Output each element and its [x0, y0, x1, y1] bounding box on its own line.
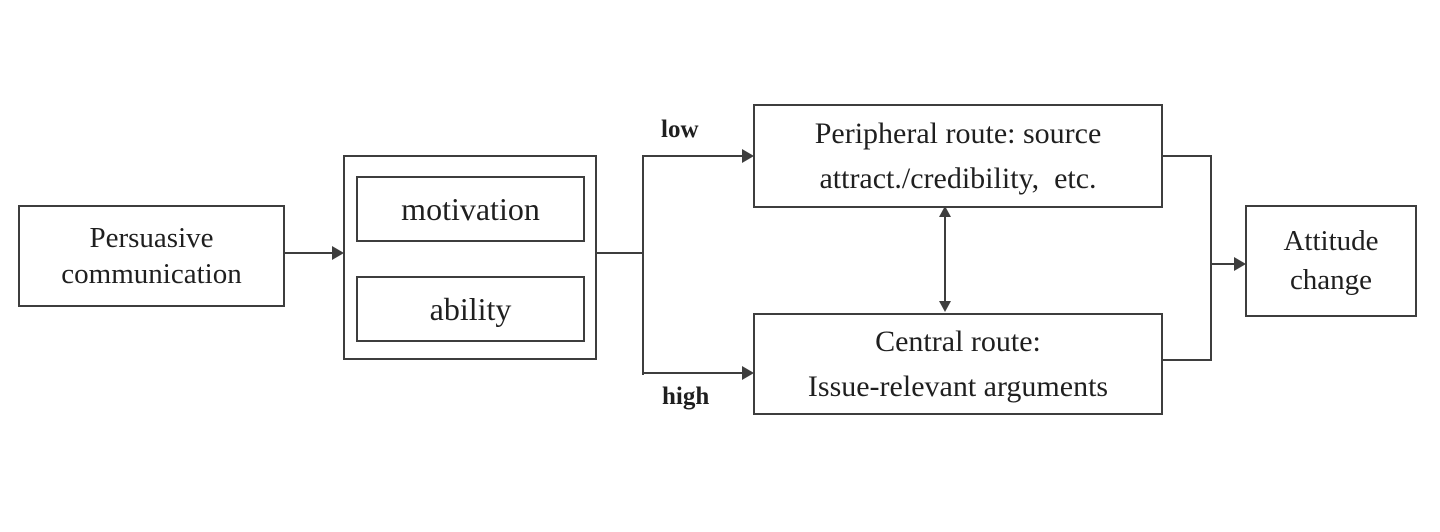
arrowhead-right-icon: [1234, 257, 1246, 271]
edge-persuasive-to-factors: [285, 252, 334, 254]
node-peripheral-route: Peripheral route: source attract./credib…: [753, 104, 1163, 208]
node-peripheral-line1: Peripheral route: source: [814, 117, 1102, 150]
node-persuasive-communication: Persuasive communication: [18, 205, 285, 307]
edge-branch-to-peripheral: [642, 155, 742, 157]
node-attitude-line1: Attitude: [1283, 225, 1379, 257]
edge-merge-vertical: [1210, 155, 1212, 361]
edge-peripheral-to-merge: [1163, 155, 1212, 157]
edge-merge-to-attitude: [1210, 263, 1236, 265]
node-ability-label: ability: [429, 290, 512, 327]
arrowhead-down-icon: [939, 301, 951, 312]
arrowhead-up-icon: [939, 206, 951, 217]
node-peripheral-line2: attract./credibility, etc.: [819, 162, 1097, 195]
node-motivation-label: motivation: [401, 190, 540, 227]
node-persuasive-line1: Persuasive: [89, 222, 214, 254]
edge-factors-to-branch: [597, 252, 643, 254]
node-central-line2: Issue-relevant arguments: [807, 370, 1109, 403]
edge-central-to-merge: [1163, 359, 1212, 361]
edge-branch-vertical: [642, 155, 644, 375]
edge-peripheral-central-bidirectional: [944, 214, 946, 304]
edge-branch-to-central: [642, 372, 742, 374]
node-attitude-change: Attitude change: [1245, 205, 1417, 317]
arrowhead-right-icon: [742, 149, 754, 163]
edge-label-high: high: [662, 383, 710, 410]
node-attitude-line2: change: [1289, 264, 1373, 296]
node-persuasive-line2: communication: [61, 258, 242, 290]
arrowhead-right-icon: [332, 246, 344, 260]
edge-label-low: low: [661, 116, 699, 143]
node-central-line1: Central route:: [875, 325, 1041, 358]
node-ability: ability: [356, 276, 585, 342]
node-motivation: motivation: [356, 176, 585, 242]
node-central-route: Central route: Issue-relevant arguments: [753, 313, 1163, 415]
arrowhead-right-icon: [742, 366, 754, 380]
